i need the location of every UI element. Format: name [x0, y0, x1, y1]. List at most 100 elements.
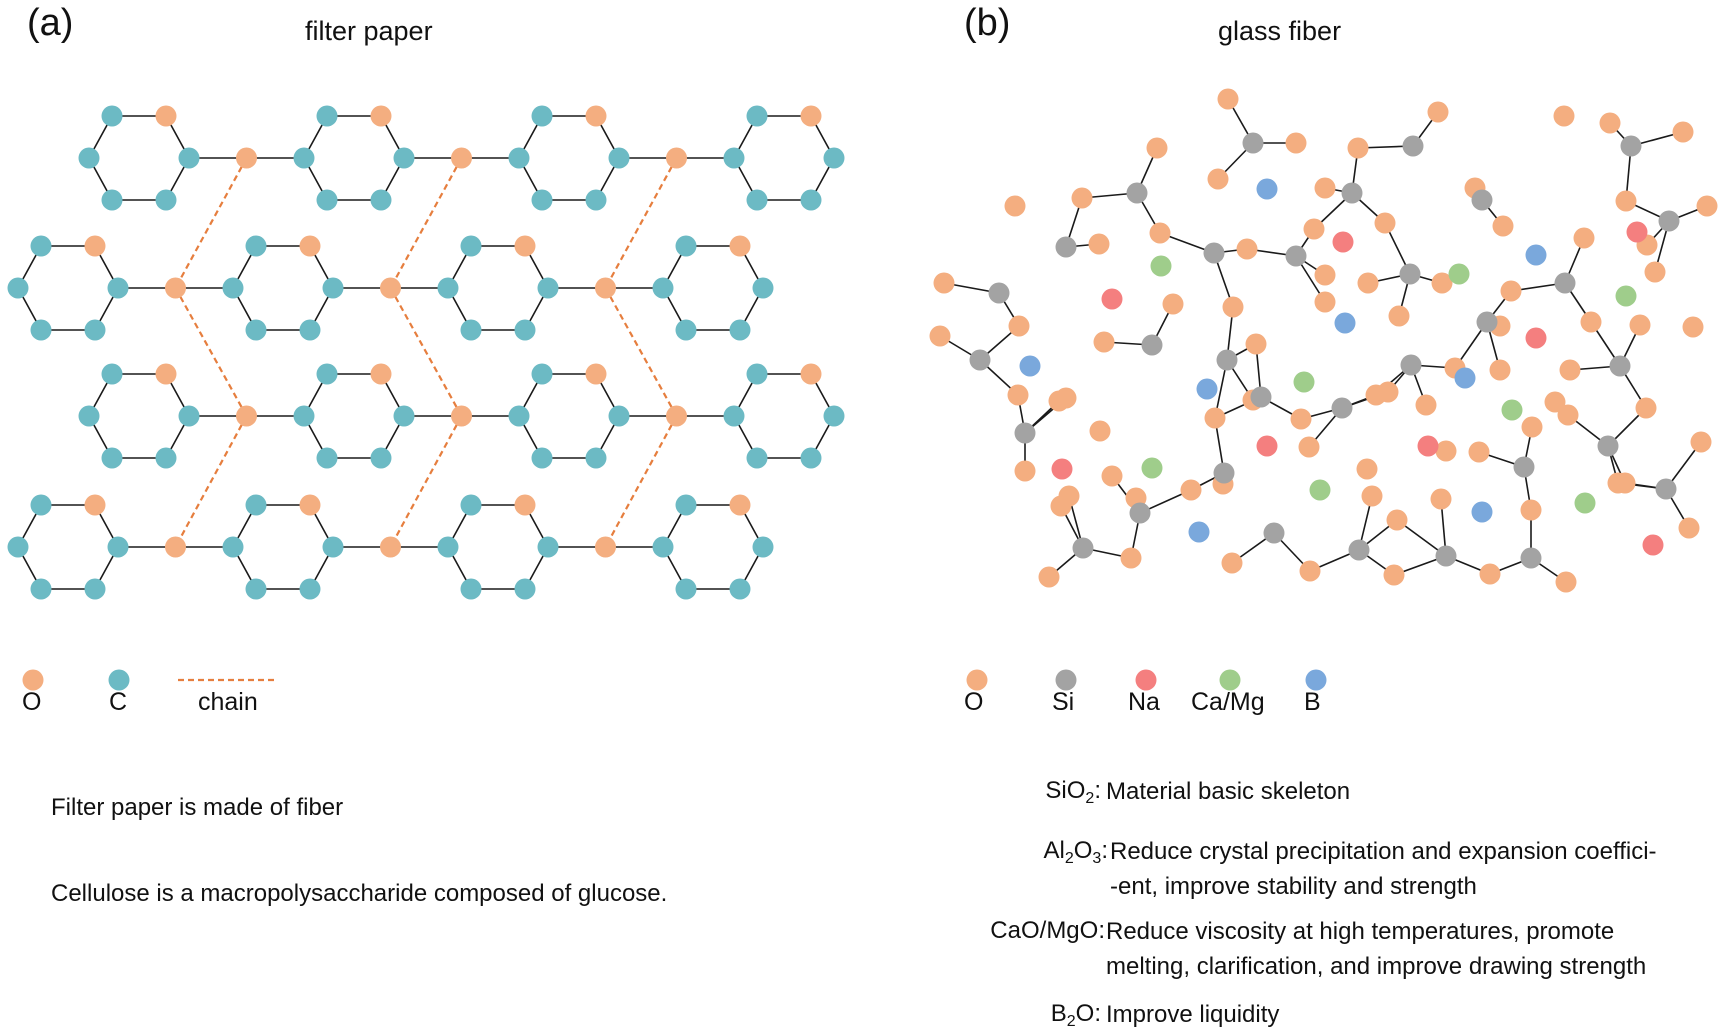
carbon-atom: [823, 405, 845, 427]
carbon-atom: [107, 277, 129, 299]
carbon-atom: [608, 405, 630, 427]
silicon-atom: [1476, 311, 1498, 333]
carbon-atom: [437, 536, 459, 558]
oxygen-atom: [729, 235, 751, 257]
boron-atom: [1471, 501, 1493, 523]
sodium-ion: [1642, 534, 1664, 556]
boron-atom: [1019, 355, 1041, 377]
carbon-atom: [800, 189, 822, 211]
boron-atom: [1525, 244, 1547, 266]
oxygen-atom: [1431, 272, 1453, 294]
sodium-ion: [1417, 435, 1439, 457]
oxygen-atom: [1696, 195, 1718, 217]
carbon-atom: [101, 105, 123, 127]
oxygen-atom: [1435, 440, 1457, 462]
carbon-atom: [752, 277, 774, 299]
carbon-atom: [531, 447, 553, 469]
carbon-atom: [7, 536, 29, 558]
carbon-atom: [245, 319, 267, 341]
calcium-magnesium-ion: [1501, 399, 1523, 421]
silicon-atom: [1250, 386, 1272, 408]
role-desc-cao-mgo: Reduce viscosity at high temperatures, p…: [1106, 918, 1647, 980]
bridging-oxygen-atom: [595, 277, 616, 299]
carbon-atom: [531, 363, 553, 385]
boron-atom: [1188, 521, 1210, 543]
carbon-atom: [84, 319, 106, 341]
oxygen-atom: [1544, 391, 1566, 413]
silicon-atom: [1203, 242, 1225, 264]
chain-link: [389, 287, 463, 417]
carbon-atom: [537, 536, 559, 558]
sodium-ion: [1051, 458, 1073, 480]
calcium-magnesium-ion: [1293, 371, 1315, 393]
panel-a-title: filter paper: [305, 16, 433, 46]
role-name-b2o: B2O:: [1050, 1000, 1101, 1030]
carbon-atom: [78, 147, 100, 169]
oxygen-atom: [514, 494, 536, 516]
carbon-atom: [101, 447, 123, 469]
oxygen-atom: [1299, 560, 1321, 582]
carbon-atom: [299, 319, 321, 341]
silicon-atom: [1655, 478, 1677, 500]
silicon-atom: [1402, 135, 1424, 157]
carbon-atom: [729, 578, 751, 600]
oxygen-atom: [729, 494, 751, 516]
legend-a-chain-label: chain: [198, 688, 258, 716]
oxygen-atom: [929, 325, 951, 347]
chain-link: [174, 287, 248, 417]
legend-b-calcium-magnesium-label: Ca/Mg: [1191, 688, 1265, 716]
carbon-atom: [746, 105, 768, 127]
carbon-atom: [460, 319, 482, 341]
carbon-atom: [316, 447, 338, 469]
oxygen-atom: [1520, 499, 1542, 521]
cellulose-atoms: [7, 105, 845, 600]
silicon-atom: [1331, 397, 1353, 419]
carbon-atom: [293, 405, 315, 427]
sodium-ion: [1256, 435, 1278, 457]
carbon-atom: [437, 277, 459, 299]
silicon-atom: [1242, 132, 1264, 154]
silicon-atom: [1609, 355, 1631, 377]
bridging-oxygen-atom: [236, 405, 257, 427]
carbon-atom: [178, 147, 200, 169]
legend-b-boron-dot: [1305, 669, 1327, 691]
oxygen-atom: [1050, 495, 1072, 517]
chain-link: [604, 287, 678, 417]
carbon-atom: [293, 147, 315, 169]
silicon-atom: [1400, 354, 1422, 376]
carbon-atom: [30, 319, 52, 341]
carbon-atom: [393, 405, 415, 427]
carbon-atom: [222, 277, 244, 299]
legend-a-carbon-dot: [108, 669, 130, 691]
calcium-magnesium-ion: [1150, 255, 1172, 277]
oxygen-atom: [1314, 291, 1336, 313]
silicon-atom: [1597, 435, 1619, 457]
oxygen-atom: [1492, 215, 1514, 237]
oxygen-atom: [1071, 187, 1093, 209]
oxygen-atom: [585, 363, 607, 385]
silicon-atom: [1471, 189, 1493, 211]
oxygen-atom: [1014, 460, 1036, 482]
bridging-oxygen-atom: [165, 536, 186, 558]
legend-a-carbon-label: C: [109, 688, 128, 716]
silicon-atom: [969, 349, 991, 371]
carbon-atom: [393, 147, 415, 169]
oxygen-atom: [1008, 315, 1030, 337]
silicon-atom: [1014, 422, 1036, 444]
oxygen-atom: [1146, 137, 1168, 159]
oxygen-atom: [1221, 552, 1243, 574]
silicon-atom: [1213, 462, 1235, 484]
oxygen-atom: [370, 363, 392, 385]
bridging-oxygen-atom: [380, 536, 401, 558]
oxygen-atom: [1479, 563, 1501, 585]
sodium-ion: [1626, 221, 1648, 243]
oxygen-atom: [1217, 88, 1239, 110]
role-desc-al2o3: Reduce crystal precipitation and expansi…: [1110, 838, 1657, 900]
carbon-atom: [222, 536, 244, 558]
oxygen-atom: [1290, 408, 1312, 430]
chain-link: [174, 157, 248, 289]
carbon-atom: [299, 578, 321, 600]
oxygen-atom: [1580, 311, 1602, 333]
sodium-ion: [1525, 327, 1547, 349]
silicon-atom: [1285, 245, 1307, 267]
